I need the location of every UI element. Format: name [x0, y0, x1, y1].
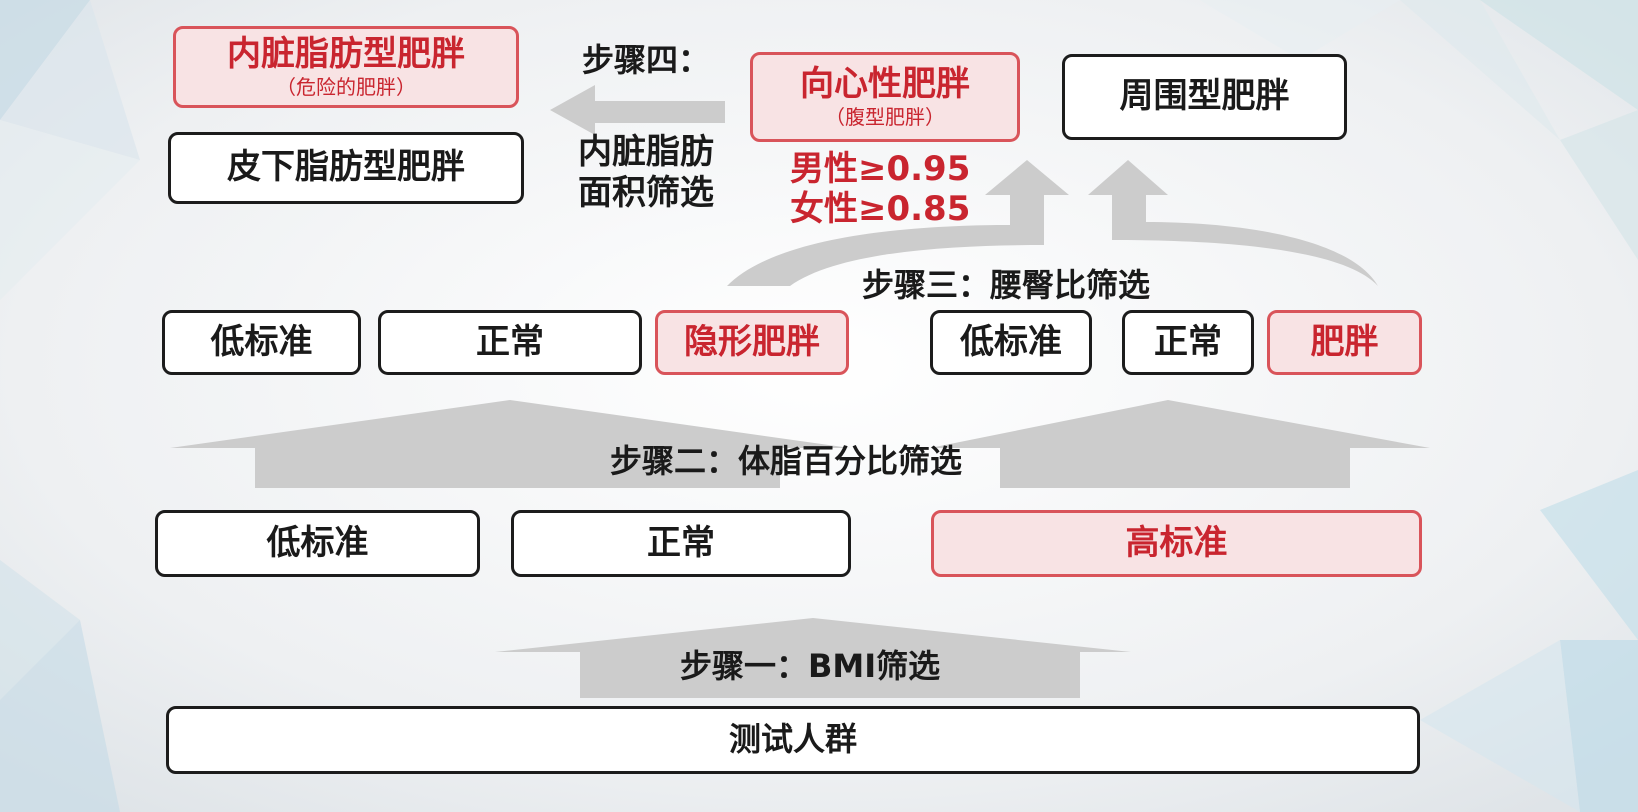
step2-arrow-right-shape [930, 400, 1430, 488]
whr-low-box: 低标准 [930, 310, 1092, 375]
bmi-low-label: 低标准 [266, 522, 369, 563]
bmi-low-box: 低标准 [155, 510, 480, 577]
step4-desc-line1: 内脏脂肪 [578, 132, 714, 172]
female-threshold-label: 女性≥0.85 [790, 189, 971, 229]
population-box: 测试人群 [166, 706, 1420, 774]
whr-normal-label: 正常 [1154, 321, 1222, 362]
population-label: 测试人群 [728, 720, 857, 759]
central-obesity-box: 向心性肥胖 （腹型肥胖） [750, 52, 1020, 142]
bodyfat-low-box: 低标准 [162, 310, 361, 375]
hidden-obesity-box: 隐形肥胖 [655, 310, 849, 375]
peripheral-obesity-label: 周围型肥胖 [1119, 76, 1290, 117]
central-obesity-label: 向心性肥胖 [800, 64, 970, 105]
visceral-fat-obesity-label: 内脏脂肪型肥胖 [227, 34, 465, 75]
bmi-normal-box: 正常 [511, 510, 851, 577]
bodyfat-normal-box: 正常 [378, 310, 642, 375]
bmi-high-label: 高标准 [1125, 522, 1228, 563]
obesity-box: 肥胖 [1267, 310, 1422, 375]
step2-label: 步骤二：体脂百分比筛选 [610, 442, 963, 480]
bodyfat-normal-label: 正常 [476, 321, 544, 362]
bmi-high-box: 高标准 [931, 510, 1422, 577]
step1-arrow-shape [495, 618, 1131, 698]
whr-low-label: 低标准 [960, 321, 1062, 362]
peripheral-obesity-box: 周围型肥胖 [1062, 54, 1347, 140]
visceral-fat-obesity-box: 内脏脂肪型肥胖 （危险的肥胖） [173, 26, 519, 108]
step2-arrow-left-shape [170, 400, 850, 488]
whr-normal-box: 正常 [1122, 310, 1254, 375]
male-threshold-label: 男性≥0.95 [790, 149, 971, 189]
step3-label: 步骤三：腰臀比筛选 [862, 266, 1151, 304]
bodyfat-low-label: 低标准 [210, 321, 313, 362]
step3-arrow-left-shape [727, 160, 1069, 286]
step4-arrow-shape [550, 85, 725, 135]
bmi-normal-label: 正常 [647, 522, 715, 563]
obesity-label: 肥胖 [1310, 321, 1379, 362]
step4-desc-line2: 面积筛选 [578, 173, 714, 213]
step3-arrow-right-shape [1088, 160, 1378, 286]
step4-label: 步骤四： [582, 41, 711, 79]
subcutaneous-fat-obesity-label: 皮下脂肪型肥胖 [227, 147, 465, 188]
step1-label: 步骤一：BMI筛选 [680, 647, 941, 685]
hidden-obesity-label: 隐形肥胖 [684, 321, 820, 362]
central-obesity-sublabel: （腹型肥胖） [825, 104, 945, 129]
subcutaneous-fat-obesity-box: 皮下脂肪型肥胖 [168, 132, 524, 204]
visceral-fat-obesity-sublabel: （危险的肥胖） [276, 74, 416, 99]
